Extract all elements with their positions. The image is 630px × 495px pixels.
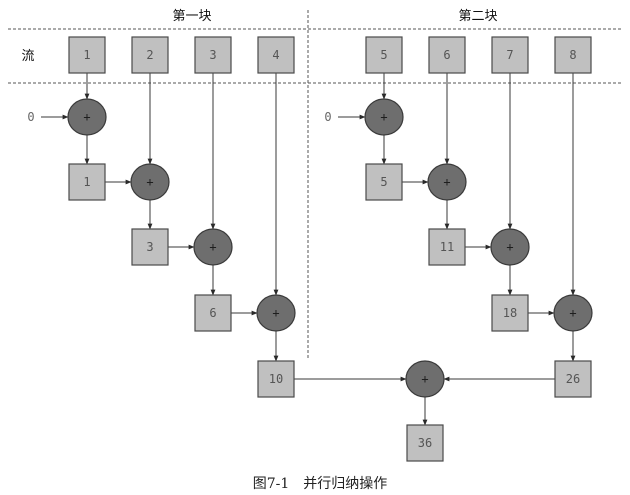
chunk2-partial-4: 26 <box>554 360 592 398</box>
plus-operator-circle <box>130 163 170 201</box>
chunk2-operator-4: + <box>553 294 593 332</box>
plus-icon: + <box>146 175 153 189</box>
stream-element-2: 2 <box>131 36 169 74</box>
value-label: 10 <box>269 372 283 386</box>
plus-icon: + <box>83 110 90 124</box>
plus-operator-circle <box>193 228 233 266</box>
chunk2-partial-2: 11 <box>428 228 466 266</box>
plus-icon: + <box>506 240 513 254</box>
chunk1-header: 第一块 <box>172 9 211 24</box>
value-box <box>131 36 169 74</box>
value-label: 26 <box>566 372 580 386</box>
plus-icon: + <box>421 372 428 386</box>
value-box <box>428 36 466 74</box>
value-box <box>406 424 444 462</box>
chunk1-partial-4: 10 <box>257 360 295 398</box>
value-label: 7 <box>506 48 513 62</box>
chunk2-operator-3: + <box>490 228 530 266</box>
value-box <box>554 360 592 398</box>
value-box <box>491 294 529 332</box>
chunk2-header: 第二块 <box>458 9 497 24</box>
chunk2-operator-2: + <box>427 163 467 201</box>
plus-operator-circle <box>67 98 107 136</box>
value-label: 1 <box>83 175 90 189</box>
plus-operator-circle <box>256 294 296 332</box>
value-box <box>194 36 232 74</box>
plus-operator-circle <box>405 360 445 398</box>
chunk1-operator-1: + <box>67 98 107 136</box>
stream-label: 流 <box>21 49 34 64</box>
nodes: 1 2 3 4 0 +1 +3 +6 +10 5 6 7 8 0 +5 +11 +18 +26 +36 <box>27 36 593 462</box>
value-box <box>365 163 403 201</box>
value-label: 36 <box>418 436 432 450</box>
value-box <box>257 36 295 74</box>
combine-operator: + <box>405 360 445 398</box>
chunk2-partial-3: 18 <box>491 294 529 332</box>
value-label: 11 <box>440 240 454 254</box>
plus-icon: + <box>569 306 576 320</box>
plus-icon: + <box>443 175 450 189</box>
chunk1-operator-2: + <box>130 163 170 201</box>
chunk2-initial-value: 0 <box>324 110 331 124</box>
value-label: 3 <box>209 48 216 62</box>
value-label: 3 <box>146 240 153 254</box>
chunk1-initial-value: 0 <box>27 110 34 124</box>
chunk2-operator-1: + <box>364 98 404 136</box>
value-label: 5 <box>380 48 387 62</box>
chunk1-operator-4: + <box>256 294 296 332</box>
value-label: 18 <box>503 306 517 320</box>
plus-operator-circle <box>490 228 530 266</box>
value-label: 1 <box>83 48 90 62</box>
value-label: 8 <box>569 48 576 62</box>
value-label: 4 <box>272 48 279 62</box>
plus-icon: + <box>272 306 279 320</box>
plus-operator-circle <box>553 294 593 332</box>
chunk2-partial-1: 5 <box>365 163 403 201</box>
plus-icon: + <box>209 240 216 254</box>
stream-element-8: 8 <box>554 36 592 74</box>
chunk1-partial-1: 1 <box>68 163 106 201</box>
figure-caption: 图7-1 并行归纳操作 <box>253 475 388 492</box>
value-box <box>257 360 295 398</box>
chunk1-operator-3: + <box>193 228 233 266</box>
stream-element-4: 4 <box>257 36 295 74</box>
value-box <box>365 36 403 74</box>
chunk1-partial-2: 3 <box>131 228 169 266</box>
value-box <box>68 36 106 74</box>
final-result-box: 36 <box>406 424 444 462</box>
value-box <box>194 294 232 332</box>
stream-element-1: 1 <box>68 36 106 74</box>
stream-element-7: 7 <box>491 36 529 74</box>
value-box <box>428 228 466 266</box>
chunk1-partial-3: 6 <box>194 294 232 332</box>
plus-icon: + <box>380 110 387 124</box>
stream-element-3: 3 <box>194 36 232 74</box>
edges <box>41 73 576 426</box>
stream-element-5: 5 <box>365 36 403 74</box>
value-box <box>68 163 106 201</box>
plus-operator-circle <box>427 163 467 201</box>
value-box <box>554 36 592 74</box>
stream-element-6: 6 <box>428 36 466 74</box>
value-label: 6 <box>443 48 450 62</box>
value-box <box>131 228 169 266</box>
value-label: 5 <box>380 175 387 189</box>
plus-operator-circle <box>364 98 404 136</box>
value-label: 6 <box>209 306 216 320</box>
value-label: 2 <box>146 48 153 62</box>
value-box <box>491 36 529 74</box>
